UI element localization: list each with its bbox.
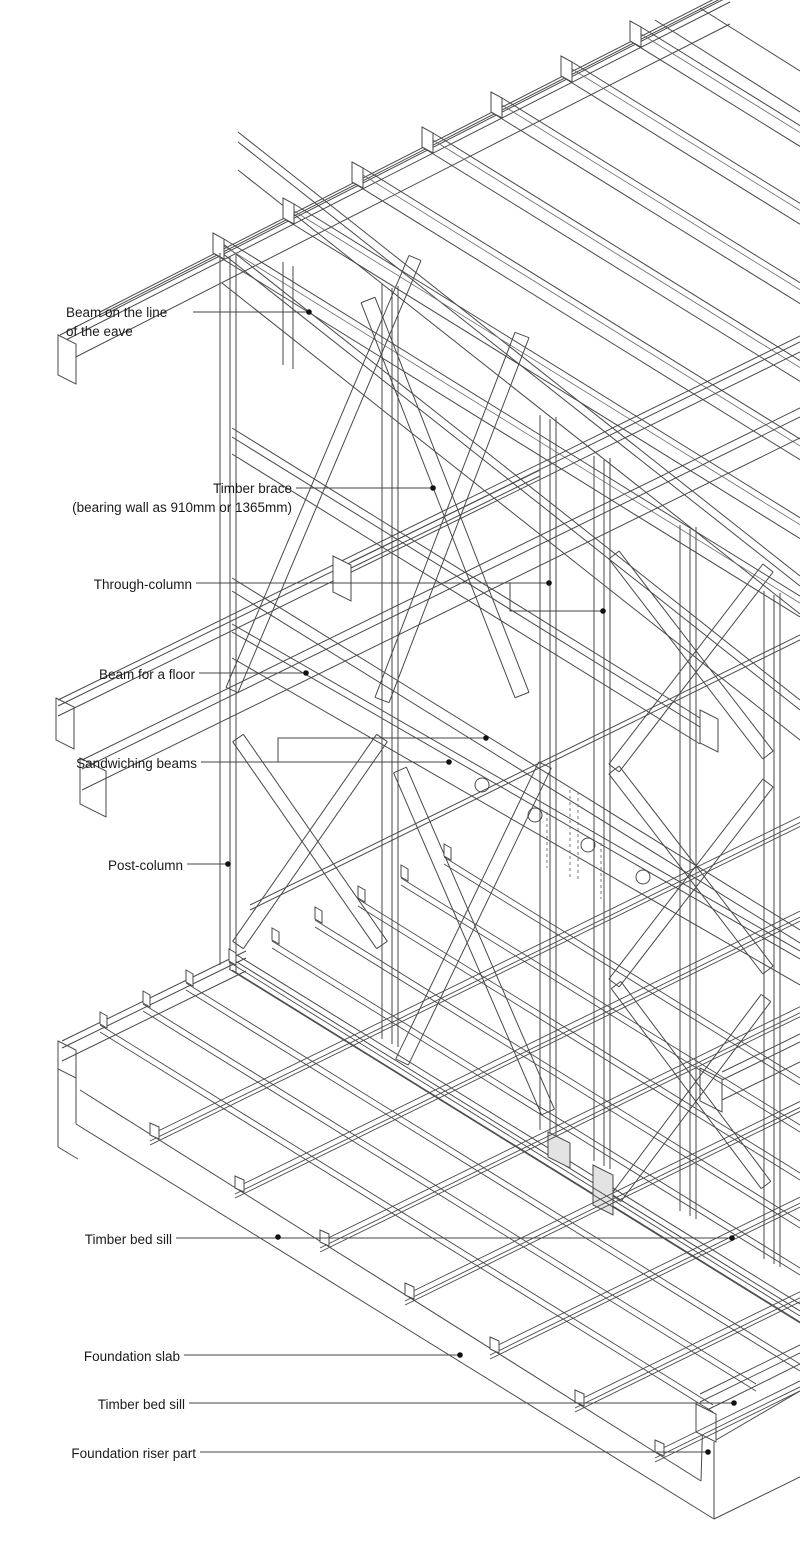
- label-foundation-slab: Foundation slab: [84, 1347, 180, 1366]
- label-text: Beam on the line: [66, 305, 168, 320]
- timber-frame-linework: [55, 0, 800, 1520]
- label-text: Through-column: [93, 577, 192, 592]
- label-post-column: Post-column: [108, 856, 183, 875]
- label-text: Foundation riser part: [71, 1446, 196, 1461]
- label-timber-brace: Timber brace (bearing wall as 910mm or 1…: [72, 479, 292, 517]
- label-text: Timber bed sill: [97, 1397, 185, 1412]
- label-text: of the eave: [66, 324, 133, 339]
- label-through-column: Through-column: [94, 575, 192, 594]
- label-text: Post-column: [107, 858, 183, 873]
- label-sandwiching-beams: Sandwiching beams: [76, 754, 197, 773]
- leader-lines: [176, 309, 737, 1455]
- label-text: Sandwiching beams: [76, 756, 197, 771]
- label-text: Timber brace: [212, 481, 292, 496]
- label-text: Foundation slab: [83, 1349, 180, 1364]
- label-text: (bearing wall as 910mm or 1365mm): [72, 500, 292, 515]
- label-foundation-riser-part: Foundation riser part: [71, 1444, 196, 1463]
- label-timber-bed-sill-upper: Timber bed sill: [85, 1230, 172, 1249]
- label-text: Timber bed sill: [84, 1232, 172, 1247]
- label-beam-for-a-floor: Beam for a floor: [99, 665, 195, 684]
- label-timber-bed-sill-lower: Timber bed sill: [98, 1395, 185, 1414]
- label-text: Beam for a floor: [98, 667, 195, 682]
- label-beam-on-eave-line: Beam on the line of the eave: [66, 303, 167, 341]
